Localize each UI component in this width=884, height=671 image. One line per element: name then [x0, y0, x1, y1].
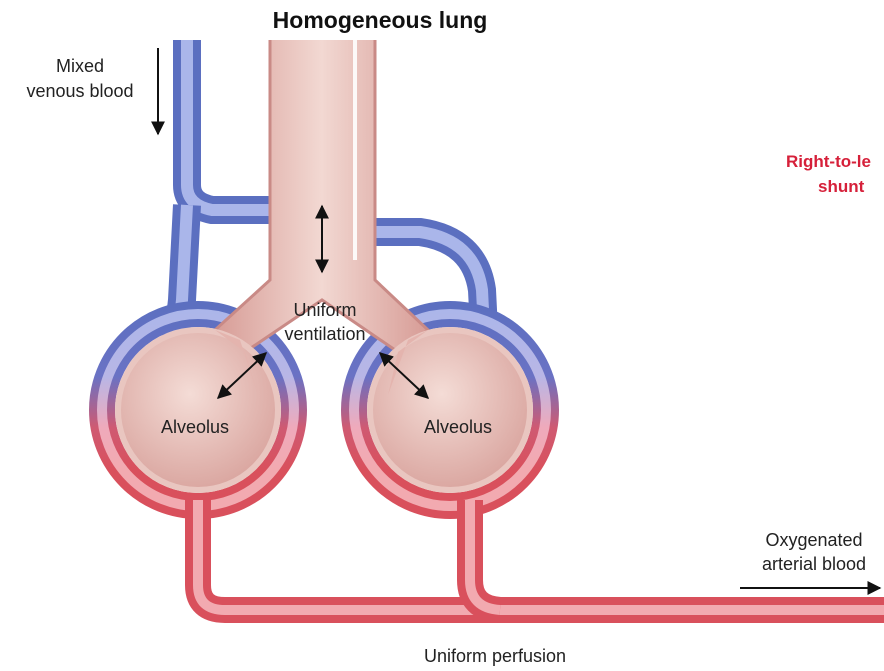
alveolus-left-label: Alveolus [161, 417, 229, 437]
oxygenated-label-2: arterial blood [762, 554, 866, 574]
alveoli [118, 330, 530, 490]
alveolus-right [370, 330, 530, 490]
mixed-venous-label-2: venous blood [26, 81, 133, 101]
mixed-venous-label-1: Mixed [56, 56, 104, 76]
oxygenated-label-1: Oxygenated [765, 530, 862, 550]
perfusion-label: Uniform perfusion [424, 646, 566, 666]
shunt-label-1: Right-to-le [786, 152, 871, 171]
alveolus-left [118, 330, 278, 490]
ventilation-label-1: Uniform [293, 300, 356, 320]
alveolus-right-label: Alveolus [424, 417, 492, 437]
ventilation-label-2: ventilation [284, 324, 365, 344]
page-title: Homogeneous lung [273, 7, 488, 33]
shunt-label-2: shunt [818, 177, 865, 196]
